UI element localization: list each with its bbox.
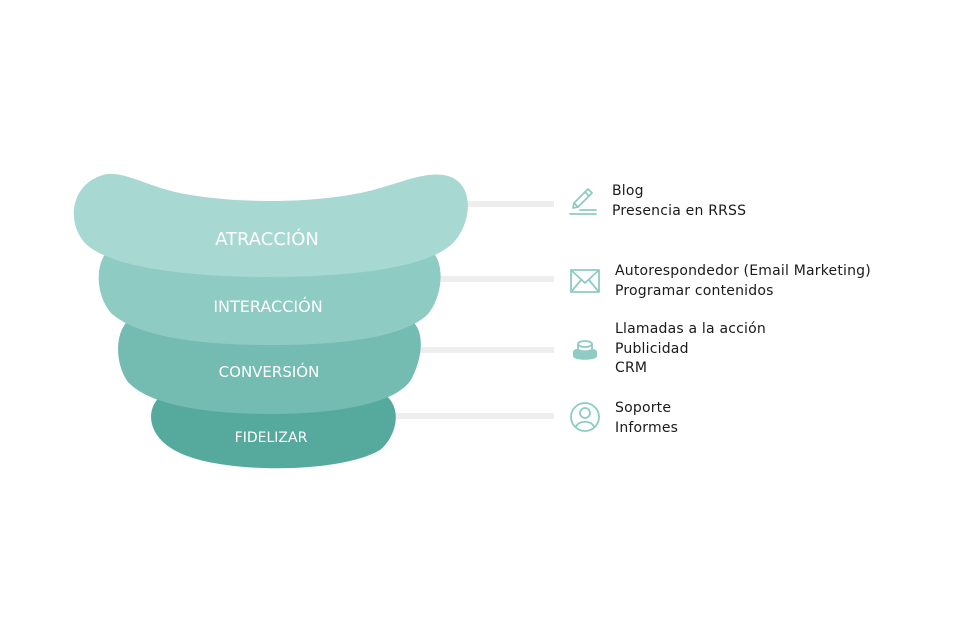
user-icon [570,402,600,432]
stage-items-conversion: Llamadas a la acción Publicidad CRM [615,320,766,379]
pencil-icon [569,188,597,215]
stage-items-interaccion: Autorespondedor (Email Marketing) Progra… [615,262,871,301]
item-text: CRM [615,360,648,376]
stage-label-fidelizar: FIDELIZAR [235,430,308,446]
connector-line-conversion [405,347,554,353]
push-button-icon [573,340,597,360]
stage-label-conversion: CONVERSIÓN [219,362,320,381]
item-text: Presencia en RRSS [612,202,747,219]
item-text: Soporte [615,400,672,416]
stage-label-interaccion: INTERACCIÓN [213,297,322,316]
item-text: Publicidad [615,340,689,357]
item-text: Informes [615,419,679,436]
envelope-icon [570,269,600,293]
connector-line-fidelizar [380,413,554,419]
stage-items-atraccion: Blog Presencia en RRSS [612,182,746,221]
connector-line-interaccion [430,276,554,282]
item-text: Autorespondedor (Email Marketing) [615,263,871,279]
item-text: Programar contenidos [615,282,774,299]
item-text: Blog [612,183,644,199]
item-text: Llamadas a la acción [615,321,766,337]
connector-line-atraccion [440,201,554,207]
stage-label-atraccion: ATRACCIÓN [215,228,319,250]
funnel-layer-atraccion [73,173,468,277]
stage-items-fidelizar: Soporte Informes [615,399,678,438]
